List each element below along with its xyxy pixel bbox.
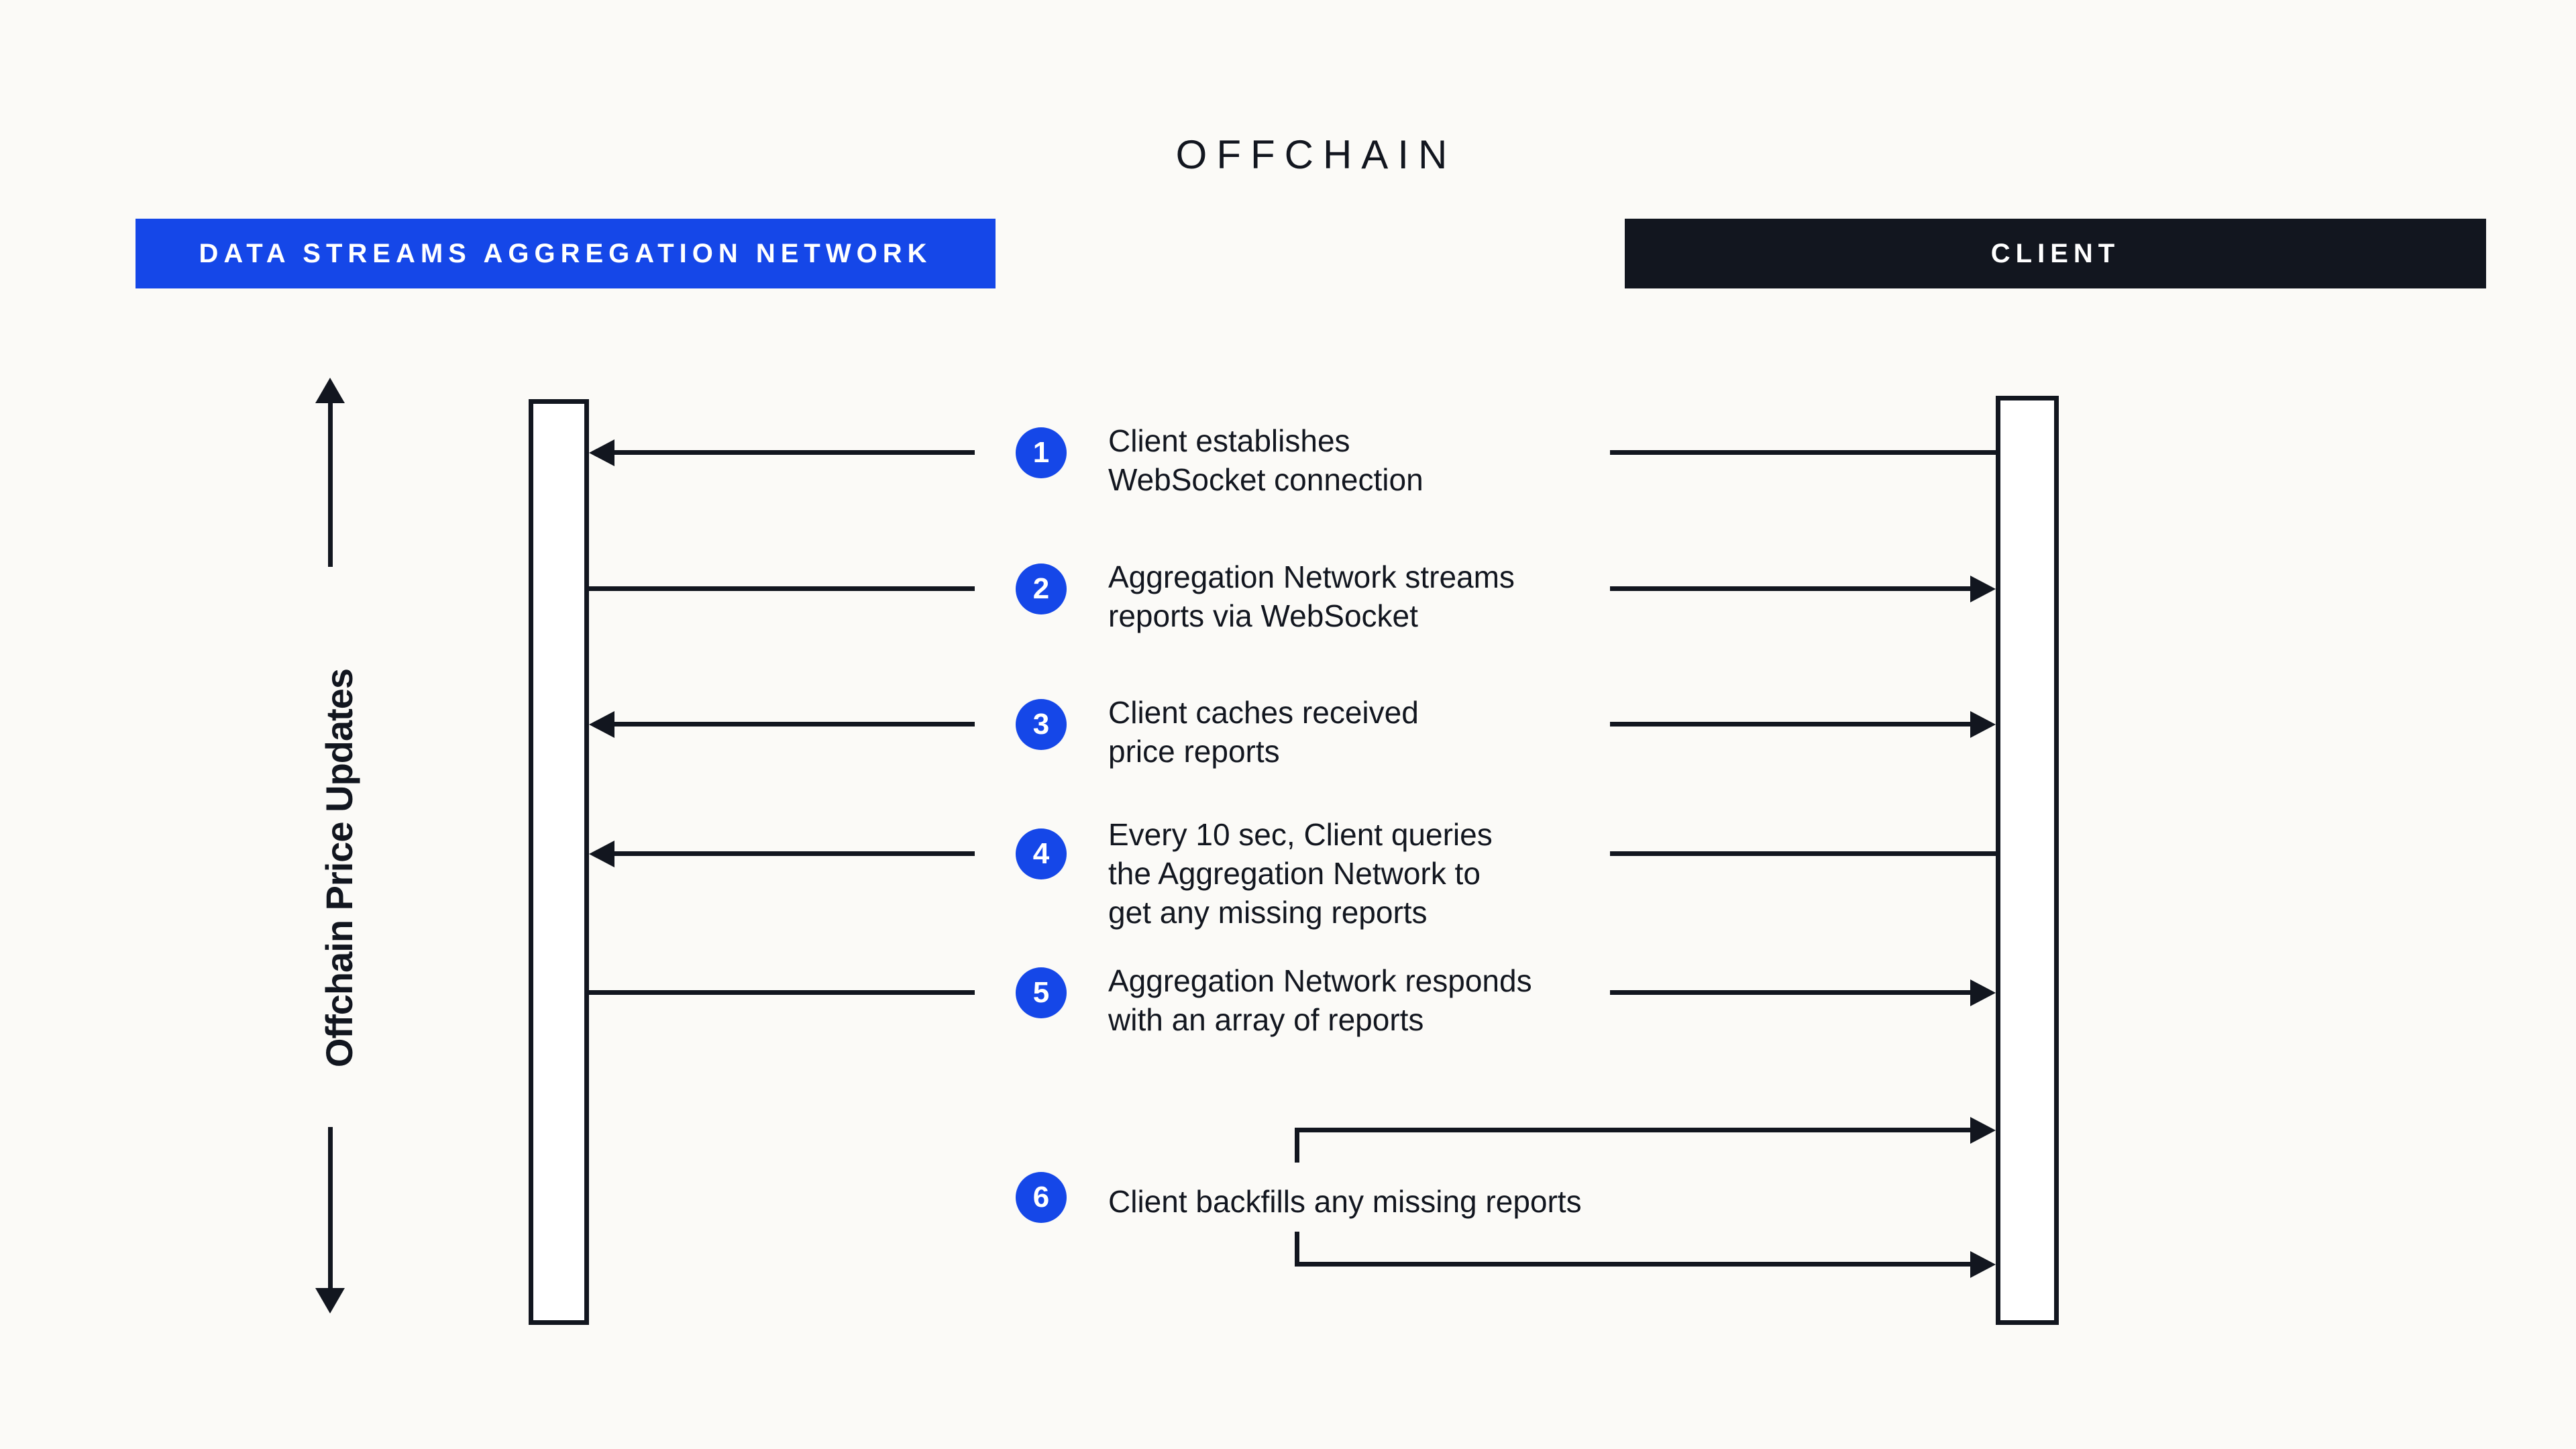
network-lifeline [529, 399, 589, 1325]
step-4-text: Every 10 sec, Client queries the Aggrega… [1108, 817, 1493, 930]
step-4-left-line [610, 851, 975, 856]
step-4-right-line [1610, 851, 1996, 856]
step-3-text: Client caches received price reports [1108, 695, 1419, 769]
arrowhead-right-icon [1970, 576, 1996, 602]
step-2-text: Aggregation Network streams reports via … [1108, 559, 1515, 633]
step-5-right-line [1610, 990, 1973, 995]
step-1-right-line [1610, 450, 1996, 455]
step-3-badge: 3 [1016, 699, 1067, 750]
step-6-bottom-line [1295, 1262, 1973, 1267]
client-lifeline [1996, 396, 2059, 1325]
step-6-badge: 6 [1016, 1172, 1067, 1223]
arrowhead-right-icon [1970, 711, 1996, 738]
arrowhead-left-icon [589, 439, 614, 466]
step-6-top-stub [1295, 1128, 1299, 1163]
step-4-badge: 4 [1016, 828, 1067, 879]
arrowhead-left-icon [589, 711, 614, 738]
network-banner: DATA STREAMS AGGREGATION NETWORK [136, 219, 996, 288]
step-5-badge: 5 [1016, 967, 1067, 1018]
arrow-down-icon [315, 1288, 345, 1313]
side-axis-label: Offchain Price Updates [317, 668, 360, 1068]
step-3-left-line [610, 722, 975, 727]
arrowhead-right-icon [1970, 1117, 1996, 1144]
step-6-top-line [1295, 1128, 1973, 1132]
step-1-badge: 1 [1016, 427, 1067, 478]
step-5-text: Aggregation Network responds with an arr… [1108, 963, 1532, 1037]
step-1-left-line [610, 450, 975, 455]
client-banner: CLIENT [1625, 219, 2486, 288]
step-2-badge: 2 [1016, 564, 1067, 614]
step-2-left-line [589, 586, 975, 591]
arrow-up-icon [315, 378, 345, 403]
arrowhead-right-icon [1970, 979, 1996, 1006]
axis-line-bottom [328, 1127, 333, 1291]
arrowhead-left-icon [589, 841, 614, 867]
arrowhead-right-icon [1970, 1251, 1996, 1278]
step-6-text: Client backfills any missing reports [1108, 1184, 1582, 1219]
axis-line-top [328, 401, 333, 567]
step-6-bottom-stub [1295, 1232, 1299, 1267]
step-3-right-line [1610, 722, 1973, 727]
page-title: OFFCHAIN [1175, 132, 1457, 177]
step-2-right-line [1610, 586, 1973, 591]
step-5-left-line [589, 990, 975, 995]
step-1-text: Client establishes WebSocket connection [1108, 423, 1424, 497]
